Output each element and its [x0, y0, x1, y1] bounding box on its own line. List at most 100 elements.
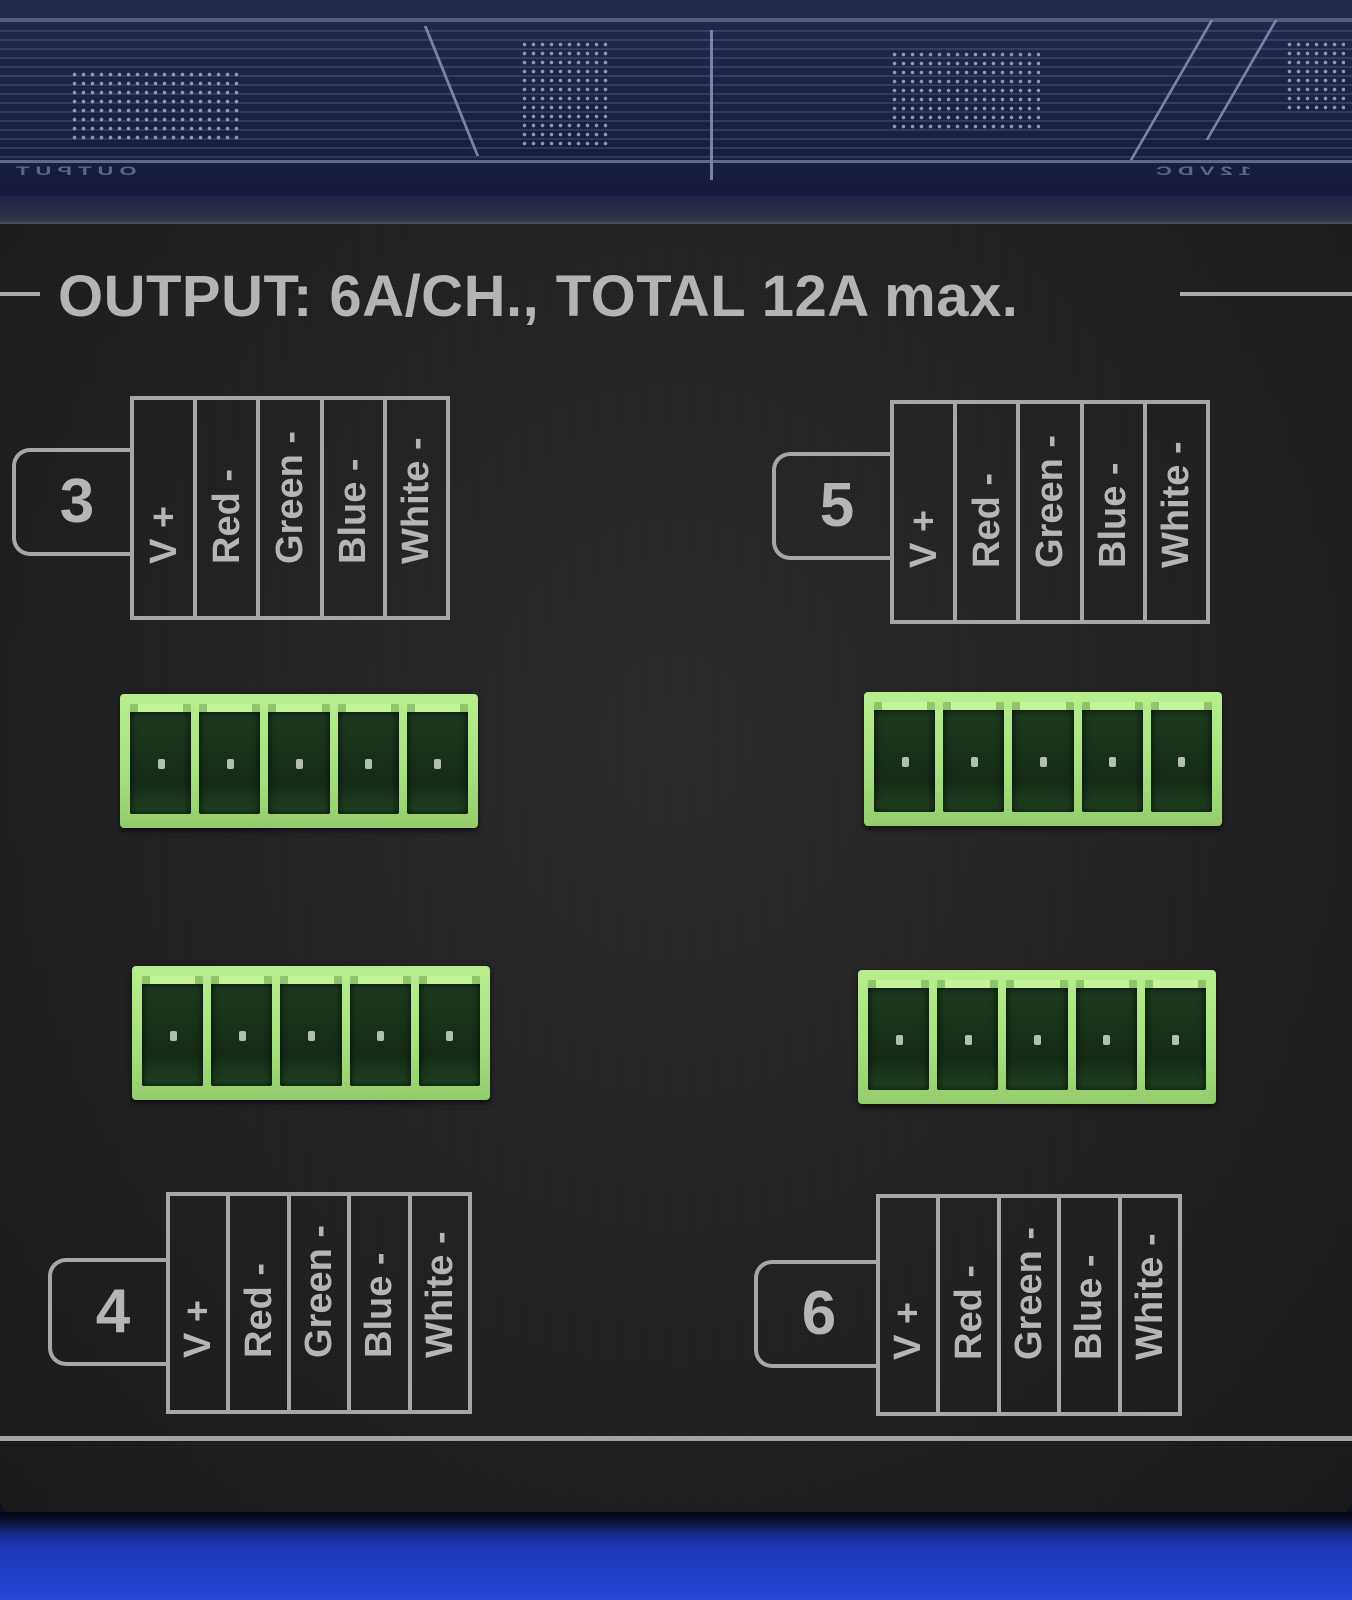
pin-label-text: Red -	[237, 1263, 280, 1358]
pin-label: White -	[1117, 1198, 1178, 1412]
pin-label-box: V + Red - Green - Blue - White -	[890, 400, 1210, 624]
pin-label-text: White -	[418, 1231, 461, 1358]
enclosure-front-panel: OUTPUT: 6A/CH., TOTAL 12A max. 3 V + Red…	[0, 222, 1352, 1514]
pin-label: Green -	[256, 400, 319, 616]
pin-label-text: Red -	[965, 473, 1008, 568]
channel-4-label: 4 V + Red - Green - Blue - White -	[48, 1192, 498, 1416]
screw-terminal[interactable]	[1012, 702, 1074, 812]
channel-number: 3	[59, 467, 95, 536]
pin-label-box: V + Red - Green - Blue - White -	[166, 1192, 472, 1414]
pin-label: V +	[134, 400, 193, 616]
pin-label-text: Green -	[1008, 1226, 1051, 1360]
board-dot-pattern	[70, 70, 240, 140]
terminal-block-channel-4[interactable]	[132, 966, 490, 1100]
pin-label: Green -	[1016, 404, 1079, 620]
pin-label-text: White -	[1155, 441, 1198, 568]
pin-label-text: Red -	[947, 1265, 990, 1360]
screw-terminal[interactable]	[418, 976, 481, 1086]
pin-label: Red -	[226, 1196, 286, 1410]
pin-label: Red -	[953, 404, 1016, 620]
pin-label: Blue -	[347, 1196, 407, 1410]
pin-label-box: V + Red - Green - Blue - White -	[876, 1194, 1182, 1416]
channel-number-tab: 3	[12, 448, 134, 556]
screw-terminal[interactable]	[1150, 702, 1213, 812]
terminal-block-channel-6[interactable]	[858, 970, 1216, 1104]
screw-terminal[interactable]	[268, 704, 330, 814]
pin-label: V +	[894, 404, 953, 620]
channel-number-tab: 5	[772, 452, 894, 560]
pin-label-text: V +	[902, 509, 945, 568]
pin-label-text: V +	[887, 1301, 930, 1360]
channel-3-label: 3 V + Red - Green - Blue - White -	[12, 396, 462, 620]
screw-terminal[interactable]	[1144, 980, 1207, 1090]
channel-number: 6	[801, 1279, 837, 1348]
pin-label-text: Red -	[205, 469, 248, 564]
pin-label-text: White -	[395, 437, 438, 564]
board-baseline	[0, 160, 1352, 163]
pin-label: Red -	[193, 400, 256, 616]
screw-terminal[interactable]	[943, 702, 1005, 812]
channel-number-tab: 6	[754, 1260, 876, 1368]
blue-surface-base	[0, 1512, 1352, 1600]
pin-label-box: V + Red - Green - Blue - White -	[130, 396, 450, 620]
channel-number: 5	[819, 471, 855, 540]
screw-terminal[interactable]	[280, 976, 342, 1086]
screw-terminal[interactable]	[211, 976, 273, 1086]
board-dot-pattern	[890, 50, 1040, 130]
channel-6-label: 6 V + Red - Green - Blue - White -	[754, 1194, 1204, 1418]
pin-label: Green -	[286, 1196, 347, 1410]
pin-label: Green -	[996, 1198, 1057, 1412]
screw-terminal[interactable]	[1075, 980, 1137, 1090]
screw-terminal[interactable]	[406, 704, 469, 814]
screw-terminal[interactable]	[874, 702, 936, 812]
board-divider	[710, 30, 713, 180]
screw-terminal[interactable]	[937, 980, 999, 1090]
pin-label-text: Blue -	[1092, 462, 1135, 568]
output-rating-text: OUTPUT: 6A/CH., TOTAL 12A max.	[58, 264, 1019, 329]
screw-terminal[interactable]	[1081, 702, 1143, 812]
pin-label: V +	[880, 1198, 936, 1412]
board-rail	[0, 18, 1352, 22]
channel-number-tab: 4	[48, 1258, 170, 1366]
pin-label: Red -	[936, 1198, 996, 1412]
base-shadow	[0, 1512, 1352, 1534]
screw-terminal[interactable]	[199, 704, 261, 814]
screw-terminal[interactable]	[1006, 980, 1068, 1090]
header-rule-right	[1180, 292, 1352, 296]
screw-terminal[interactable]	[868, 980, 930, 1090]
panel-bottom-rule	[0, 1436, 1352, 1441]
board-label-output: OUTPUT	[10, 164, 137, 178]
board-dot-pattern	[1285, 40, 1345, 110]
channel-number: 4	[95, 1277, 131, 1346]
pin-label-text: White -	[1128, 1233, 1171, 1360]
pin-label-text: Green -	[269, 430, 311, 564]
pin-label-text: Blue -	[1068, 1254, 1111, 1360]
pin-label-text: Blue -	[332, 458, 375, 564]
pin-label: Blue -	[1057, 1198, 1117, 1412]
pin-label-text: Green -	[298, 1224, 341, 1358]
board-dot-pattern	[520, 40, 610, 150]
pin-label-text: V +	[142, 505, 185, 564]
pin-label: White -	[382, 400, 446, 616]
panel-texture	[0, 224, 1352, 1514]
screw-terminal[interactable]	[337, 704, 399, 814]
pin-label: White -	[1142, 404, 1206, 620]
pin-label-text: Blue -	[358, 1252, 401, 1358]
pin-label: White -	[407, 1196, 468, 1410]
circuit-board-top: OUTPUT 12VDC	[0, 0, 1352, 222]
pin-label: Blue -	[1079, 404, 1143, 620]
screw-terminal[interactable]	[130, 704, 192, 814]
enclosure-ledge	[0, 196, 1352, 222]
channel-5-label: 5 V + Red - Green - Blue - White -	[772, 400, 1222, 624]
pin-label: Blue -	[319, 400, 383, 616]
pin-label: V +	[170, 1196, 226, 1410]
terminal-block-channel-3[interactable]	[120, 694, 478, 828]
output-rating-header: OUTPUT: 6A/CH., TOTAL 12A max.	[0, 262, 1352, 332]
board-label-12vdc: 12VDC	[1150, 164, 1251, 178]
screw-terminal[interactable]	[349, 976, 411, 1086]
screw-terminal[interactable]	[142, 976, 204, 1086]
header-rule-left	[0, 292, 40, 296]
terminal-block-channel-5[interactable]	[864, 692, 1222, 826]
pin-label-text: Green -	[1029, 434, 1071, 568]
pin-label-text: V +	[177, 1299, 220, 1358]
